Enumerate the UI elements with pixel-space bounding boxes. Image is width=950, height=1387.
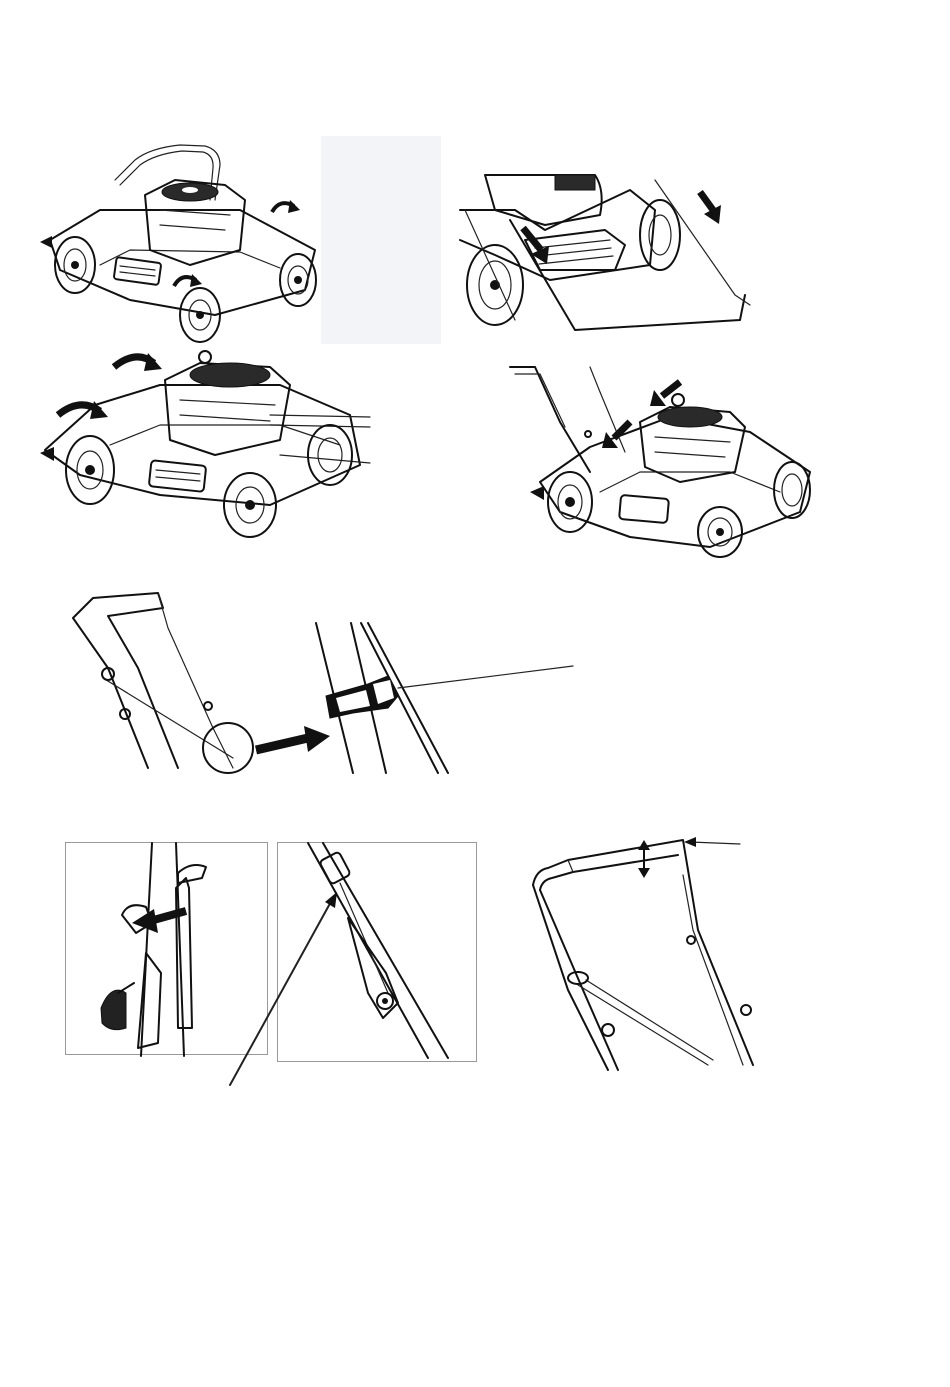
figure-blank-shaded-panel <box>321 136 441 344</box>
figure-mower-unfold-handle <box>40 140 330 350</box>
mower-icon <box>40 345 380 545</box>
handle-icon <box>528 830 748 1075</box>
rotate-arrow-icon <box>174 274 202 287</box>
mower-icon <box>40 140 330 350</box>
figure-cable-clip-attach <box>68 588 578 778</box>
figure-handle-push-down <box>455 170 755 340</box>
mower-icon <box>530 362 820 562</box>
callout-line <box>230 898 333 1085</box>
push-arrow-icon <box>256 726 330 752</box>
callout-line <box>690 842 740 844</box>
figure-handle-height-adjust <box>528 830 748 1075</box>
figure-mower-raise-handle <box>40 345 380 545</box>
figure-mower-secure-knobs <box>530 362 820 562</box>
push-arrow-icon <box>700 192 721 224</box>
cable-clip-icon <box>326 676 398 718</box>
wheel-rear-right <box>280 254 316 306</box>
wheel-front-left <box>55 237 95 293</box>
push-arrow-icon <box>602 422 630 448</box>
handle-icon <box>73 593 253 773</box>
callout-rope-hook <box>225 890 345 1090</box>
callout-line <box>398 666 573 688</box>
rotate-arrow-icon <box>272 200 300 213</box>
rotate-arrow-icon <box>114 353 162 371</box>
